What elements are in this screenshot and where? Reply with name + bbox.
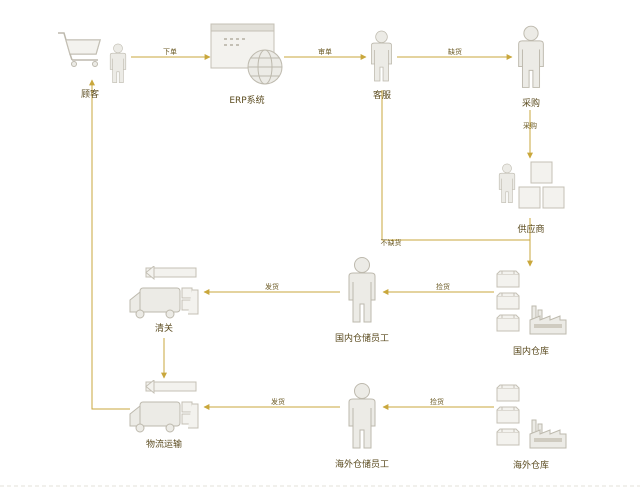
edge-label-pick-overseas: 捡货	[430, 397, 444, 406]
edge-label-pick-domestic: 捡货	[436, 282, 450, 291]
node-label-service: 客服	[373, 89, 391, 101]
edge-labels: 下单 审单 缺货 采购 不缺货 捡货 发货 捡货 发货	[163, 47, 537, 406]
node-label-logistics: 物流运输	[146, 438, 182, 450]
node-supplier: 供应商	[498, 161, 565, 235]
edge-label-no-shortage: 不缺货	[381, 238, 402, 247]
truck-icon	[129, 380, 199, 433]
edge-no-shortage	[381, 90, 530, 241]
crate-icon	[496, 292, 520, 310]
computer-globe-icon	[210, 23, 283, 85]
person-icon	[348, 257, 376, 323]
node-overseas-warehouse: 海外仓库	[496, 384, 567, 471]
edge-label-shortage: 缺货	[448, 47, 462, 56]
crate-icon	[496, 428, 520, 446]
person-icon	[518, 25, 544, 88]
edge-label-ship-overseas: 发货	[271, 397, 285, 406]
crate-icon	[496, 384, 520, 402]
crate-icon	[496, 406, 520, 424]
crate-icon	[496, 314, 520, 332]
node-service: 客服	[371, 30, 392, 101]
node-erp: ERP系统	[210, 23, 283, 106]
person-icon	[348, 383, 376, 449]
node-logistics: 物流运输	[129, 380, 199, 450]
node-label-supplier: 供应商	[517, 223, 544, 235]
node-customer: 顾客	[58, 32, 127, 100]
node-label-erp: ERP系统	[229, 94, 264, 106]
edge-deliver-customer	[89, 79, 130, 410]
person-icon	[371, 30, 392, 82]
factory-icon	[529, 419, 567, 449]
node-label-overseas-worker: 海外仓储员工	[335, 458, 389, 470]
node-label-purchase: 采购	[522, 97, 540, 109]
crate-icon	[496, 270, 520, 288]
truck-icon	[129, 266, 199, 319]
edge-label-purchase: 采购	[523, 121, 537, 130]
node-customs: 清关	[129, 266, 199, 334]
edge-label-review: 审单	[318, 47, 332, 56]
edge-label-order: 下单	[163, 47, 177, 56]
boxes-icon	[518, 161, 565, 209]
person-icon	[498, 163, 516, 203]
shopping-cart-icon	[58, 32, 101, 67]
node-label-overseas-warehouse: 海外仓库	[513, 459, 549, 471]
node-label-customs: 清关	[155, 322, 173, 334]
node-label-domestic-warehouse: 国内仓库	[513, 345, 549, 357]
node-domestic-warehouse: 国内仓库	[496, 270, 567, 357]
node-overseas-worker: 海外仓储员工	[335, 383, 389, 470]
edges	[89, 54, 533, 410]
node-label-customer: 顾客	[81, 88, 99, 100]
person-icon	[109, 43, 127, 83]
node-domestic-worker: 国内仓储员工	[335, 257, 389, 344]
node-purchase: 采购	[518, 25, 544, 109]
factory-icon	[529, 305, 567, 335]
node-label-domestic-worker: 国内仓储员工	[335, 332, 389, 344]
edge-label-ship-domestic: 发货	[265, 282, 279, 291]
